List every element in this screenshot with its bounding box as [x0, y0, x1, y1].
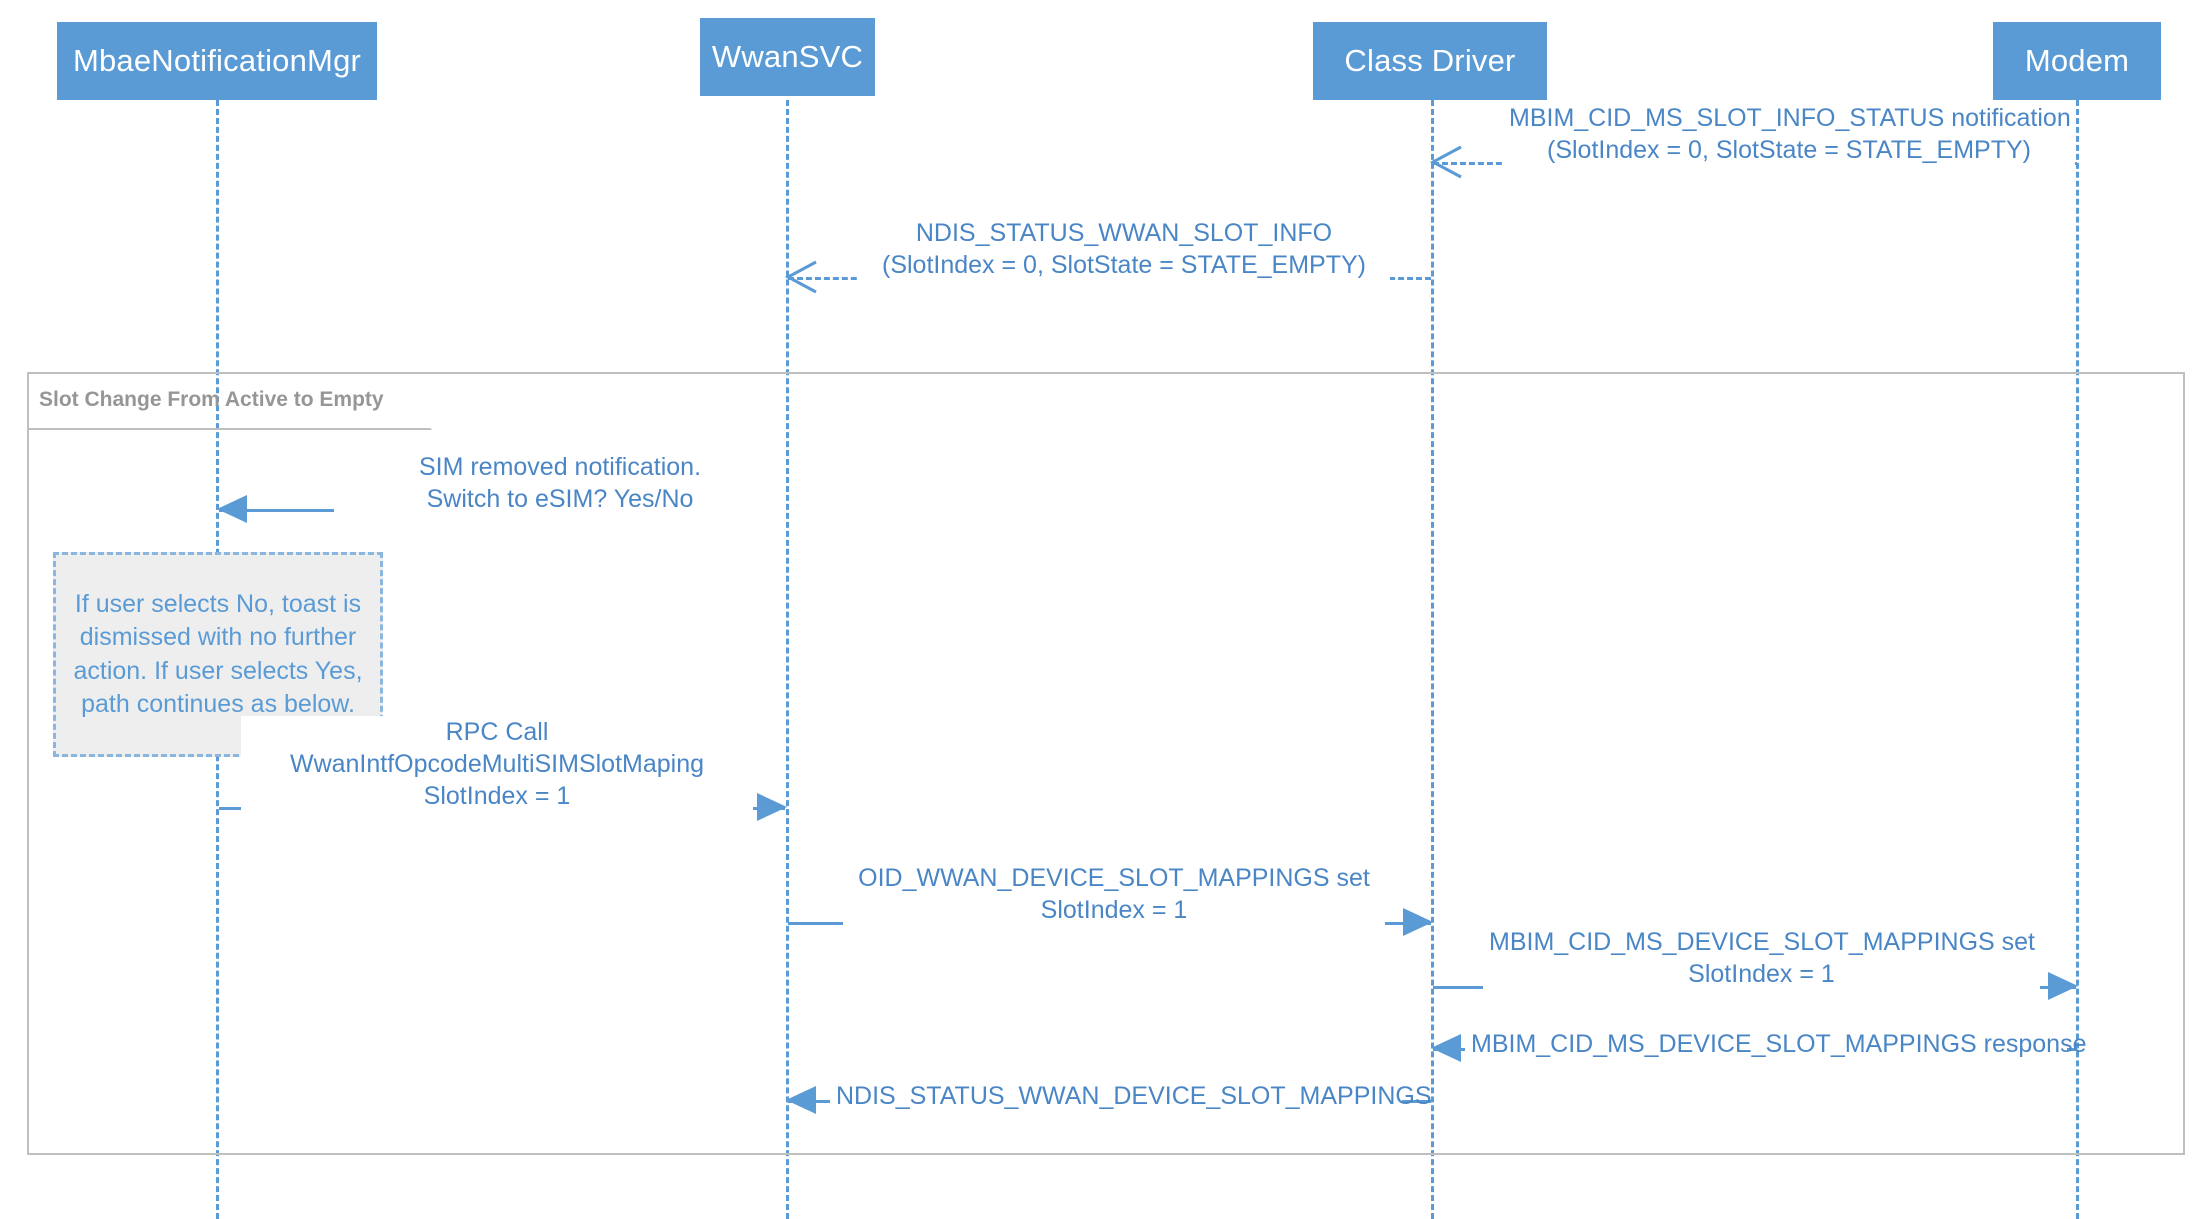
message-line1: MBIM_CID_MS_DEVICE_SLOT_MAPPINGS set	[1489, 928, 2035, 956]
participant-modem[interactable]: Modem	[1993, 22, 2161, 100]
note-text: If user selects No, toast is dismissed w…	[73, 590, 363, 718]
message-line1: NDIS_STATUS_WWAN_SLOT_INFO	[915, 219, 1333, 247]
participant-label: MbaeNotificationMgr	[72, 43, 362, 78]
message-label: NDIS_STATUS_WWAN_DEVICE_SLOT_MAPPINGS	[830, 1080, 1432, 1112]
message-label: MBIM_CID_MS_DEVICE_SLOT_MAPPINGS respons…	[1465, 1028, 2086, 1060]
message-line2: Switch to eSIM? Yes/No	[426, 485, 694, 513]
message-line1: SIM removed notification.	[418, 453, 702, 481]
participant-wwan[interactable]: WwanSVC	[700, 18, 875, 96]
fragment-label: Slot Change From Active to Empty	[39, 388, 384, 411]
message-line1: OID_WWAN_DEVICE_SLOT_MAPPINGS set	[858, 864, 1370, 892]
message-line2: WwanIntfOpcodeMultiSIMSlotMaping	[289, 750, 705, 778]
message-line1: NDIS_STATUS_WWAN_DEVICE_SLOT_MAPPINGS	[836, 1082, 1432, 1110]
participant-label: Modem	[2024, 43, 2130, 78]
message-line2: (SlotIndex = 0, SlotState = STATE_EMPTY)	[1547, 136, 2031, 164]
participant-mbae[interactable]: MbaeNotificationMgr	[57, 22, 377, 100]
participant-label: Class Driver	[1344, 43, 1516, 78]
message-line2: (SlotIndex = 0, SlotState = STATE_EMPTY)	[882, 251, 1366, 279]
arrowhead-filled-right-icon	[757, 793, 787, 821]
arrowhead-open-left-icon	[784, 260, 820, 294]
message-line2: SlotIndex = 1	[1040, 896, 1188, 924]
message-label: MBIM_CID_MS_SLOT_INFO_STATUS notificatio…	[1503, 102, 2075, 166]
participant-class-driver[interactable]: Class Driver	[1313, 22, 1547, 100]
lifeline-modem	[2076, 100, 2079, 1219]
arrowhead-filled-left-icon	[786, 1086, 816, 1114]
arrowhead-filled-left-icon	[1431, 1034, 1461, 1062]
message-line3: SlotIndex = 1	[423, 782, 571, 810]
lifeline-wwan	[786, 100, 789, 1219]
message-label: SIM removed notification. Switch to eSIM?…	[334, 451, 786, 515]
message-line1: MBIM_CID_MS_DEVICE_SLOT_MAPPINGS respons…	[1471, 1030, 2087, 1058]
arrowhead-filled-right-icon	[2048, 972, 2078, 1000]
arrowhead-filled-left-icon	[217, 495, 247, 523]
lifeline-class	[1431, 100, 1434, 1219]
message-line1: MBIM_CID_MS_SLOT_INFO_STATUS notificatio…	[1509, 104, 2071, 132]
message-label: NDIS_STATUS_WWAN_SLOT_INFO (SlotIndex = 0…	[858, 217, 1390, 281]
participant-label: WwanSVC	[711, 39, 864, 74]
message-line2: SlotIndex = 1	[1688, 960, 1835, 988]
fragment-frame	[27, 372, 2185, 1155]
fragment-label-tab: Slot Change From Active to Empty	[27, 372, 432, 430]
arrowhead-filled-right-icon	[1403, 908, 1433, 936]
arrowhead-open-left-icon	[1429, 145, 1465, 179]
message-line1: RPC Call	[445, 718, 549, 746]
